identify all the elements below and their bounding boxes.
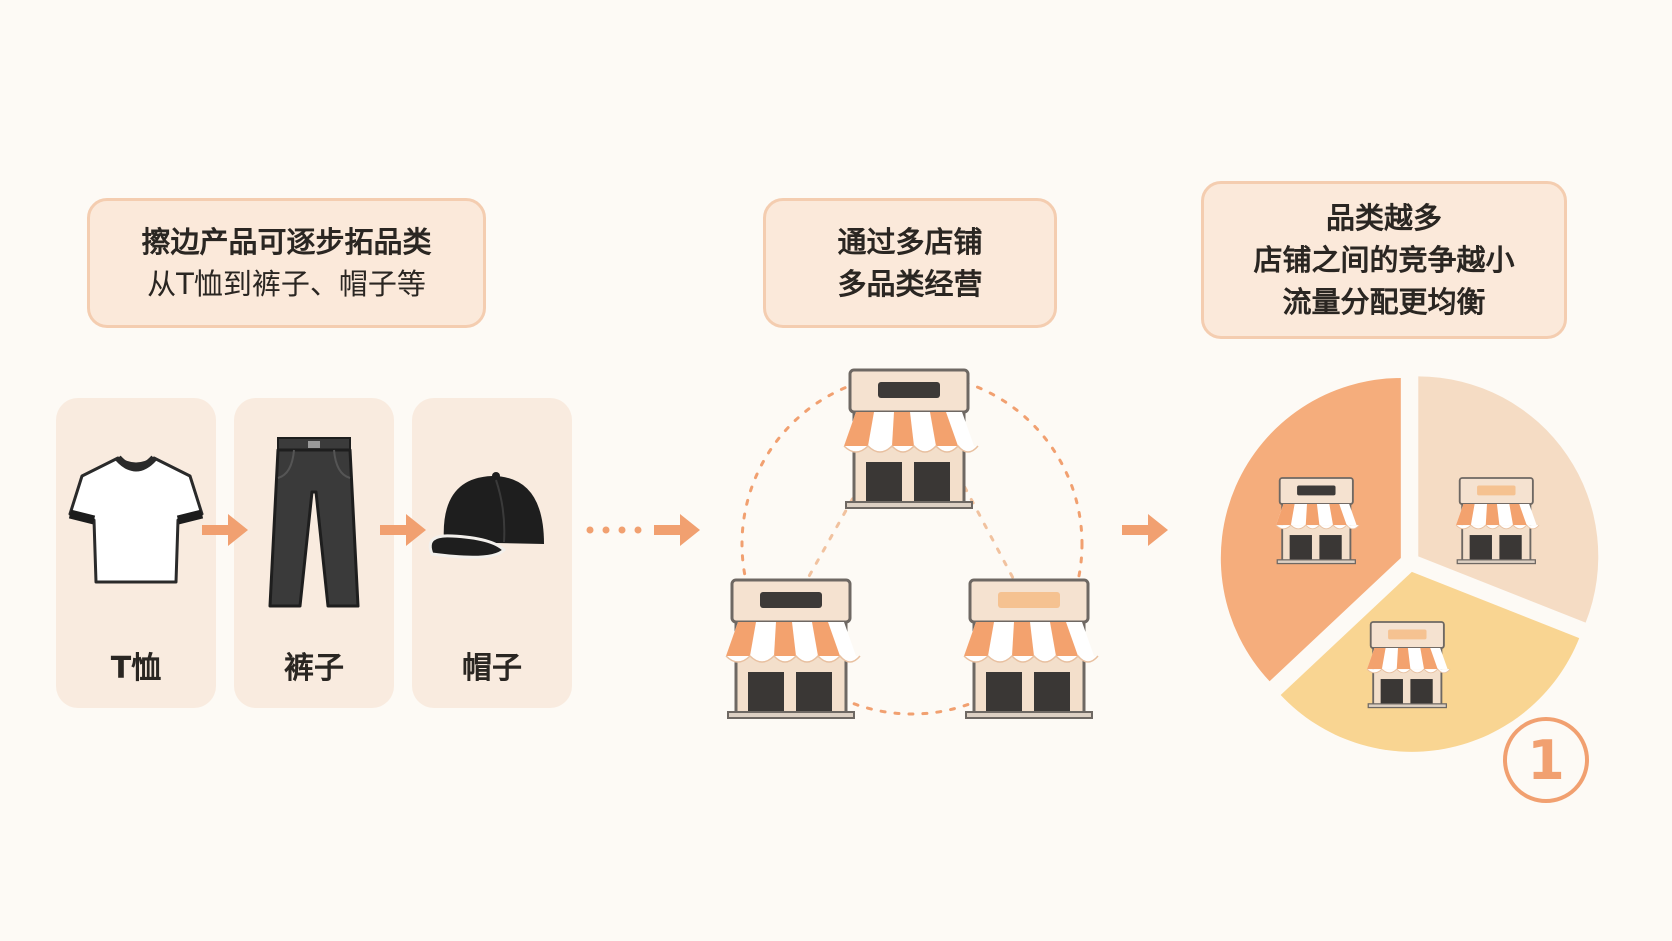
- step-number-badge: 1: [1503, 717, 1589, 803]
- store-icon-left: [724, 578, 862, 720]
- store-icon-pie-bottom: [1366, 621, 1452, 709]
- callout-result-line2: 店铺之间的竞争越小: [1253, 243, 1515, 277]
- product-label-tshirt: T恤: [110, 651, 162, 686]
- arrow-tshirt-to-pants: [202, 514, 248, 546]
- callout-multistore-line1: 通过多店铺: [837, 225, 983, 259]
- callout-expand-categories: 擦边产品可逐步拓品类 从T恤到裤子、帽子等: [87, 198, 486, 328]
- cap-icon: [428, 472, 544, 559]
- callout-multistore-line2: 多品类经营: [837, 267, 983, 301]
- store-icon-pie-left: [1275, 477, 1361, 565]
- arrow-to-pie: [1122, 514, 1168, 546]
- callout-expand-subtitle: 从T恤到裤子、帽子等: [147, 267, 426, 301]
- product-label-cap: 帽子: [462, 651, 522, 686]
- dotted-arrow-to-stores: [586, 514, 700, 546]
- store-icon-right: [962, 578, 1100, 720]
- tshirt-icon: [68, 455, 204, 584]
- callout-multi-store: 通过多店铺 多品类经营: [763, 198, 1057, 328]
- callout-result-line3: 流量分配更均衡: [1282, 285, 1486, 319]
- store-icon-top: [842, 368, 980, 510]
- pants-icon: [268, 437, 360, 608]
- callout-result-line1: 品类越多: [1325, 201, 1442, 235]
- callout-result: 品类越多 店铺之间的竞争越小 流量分配更均衡: [1201, 181, 1567, 339]
- store-icon-pie-right: [1455, 477, 1541, 565]
- arrow-pants-to-cap: [380, 514, 426, 546]
- product-label-pants: 裤子: [284, 651, 344, 686]
- callout-expand-title: 擦边产品可逐步拓品类: [141, 225, 432, 259]
